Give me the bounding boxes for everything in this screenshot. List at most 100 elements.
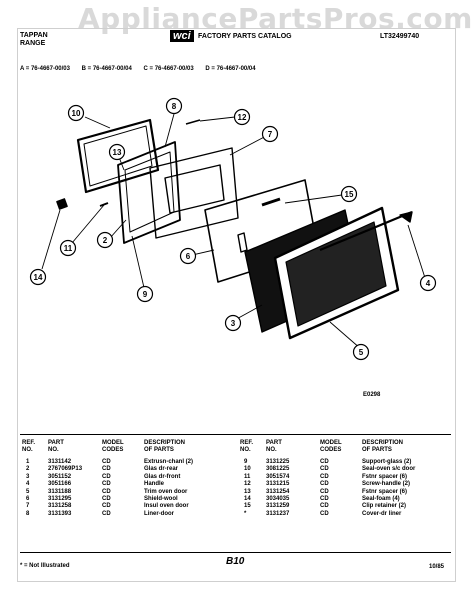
leader-5 <box>329 321 362 350</box>
part-number-cell: 3131142 <box>48 459 72 465</box>
leader-14 <box>41 209 61 270</box>
model-list: A = 76-4667-00/03 B = 76-4667-00/04 C = … <box>20 66 266 72</box>
model-code-cell: CD <box>320 510 329 517</box>
ref-cell: 14 <box>244 496 251 503</box>
handle-part <box>319 210 413 252</box>
part-number-cell: 3051152 <box>48 473 72 480</box>
callout-7: 7 <box>268 130 273 139</box>
leader-11 <box>71 204 105 244</box>
model-code-cell: CD <box>102 466 111 473</box>
description-cell: Cover-dr liner <box>362 510 402 517</box>
callout-4: 4 <box>426 279 431 288</box>
description-cell: Trim oven door <box>144 488 188 495</box>
door-seal-part <box>76 118 160 194</box>
callout-circle-4 <box>419 274 437 292</box>
footnote: * = Not Illustrated <box>20 563 70 569</box>
callout-15: 15 <box>345 190 354 199</box>
description-cell: Screw-handle (2) <box>362 481 411 488</box>
part-number-cell: 3051166 <box>48 481 72 488</box>
callout-circle-8 <box>165 97 183 115</box>
ref-cell: 9 <box>244 459 248 465</box>
revision-date: 10/85 <box>429 564 445 570</box>
table-bottom-rule <box>20 552 451 553</box>
leader-10 <box>84 116 111 129</box>
callout-circle-5 <box>352 343 370 361</box>
part-number-cell: 3051574 <box>266 473 290 480</box>
description-cell: Clip retainer (2) <box>362 503 407 510</box>
watermark: AppliancePartsPros.com <box>78 2 471 35</box>
model-code-cell: CD <box>320 466 329 473</box>
callout-13: 13 <box>113 148 122 157</box>
outer-trim-inner <box>285 221 387 327</box>
part-number-cell: 3131237 <box>266 510 290 517</box>
model-code-cell: CD <box>320 481 329 488</box>
shield-bracket <box>237 232 248 253</box>
description-cell: Shield-wool <box>144 496 178 503</box>
model-code-cell: CD <box>102 496 111 503</box>
callout-6: 6 <box>186 252 191 261</box>
shield-slot <box>261 197 281 207</box>
description-cell: Fstnr spacer (6) <box>362 473 408 480</box>
callout-circle-11 <box>59 239 77 257</box>
leader-4 <box>407 224 427 282</box>
door-liner-part <box>117 141 181 244</box>
brand-block: TAPPAN RANGE <box>20 32 48 48</box>
model-code-cell: CD <box>320 488 329 495</box>
model-code-cell: CD <box>102 503 111 510</box>
callout-circle-14 <box>29 268 47 286</box>
callout-circle-10 <box>67 104 85 122</box>
col-ref: REF.NO. <box>240 440 254 453</box>
appliance-type: RANGE <box>20 40 46 47</box>
callout-5: 5 <box>359 348 364 357</box>
part-number-cell: 3131295 <box>48 496 72 503</box>
page-number: B10 <box>226 556 245 567</box>
part-number-cell: 3131254 <box>266 488 290 495</box>
ref-cell: 10 <box>244 466 251 473</box>
callout-9: 9 <box>143 290 148 299</box>
ref-cell: 2 <box>26 466 30 473</box>
insulation-window <box>164 164 225 214</box>
callout-circle-15 <box>340 185 358 203</box>
brand-name: TAPPAN <box>20 32 48 39</box>
leader-12 <box>199 116 236 122</box>
ref-cell: 8 <box>26 510 30 517</box>
model-a: A = 76-4667-00/03 <box>20 66 70 72</box>
description-cell: Glas dr-front <box>144 473 181 480</box>
model-code-cell: CD <box>102 481 111 488</box>
callout-circle-9 <box>136 285 154 303</box>
ref-cell: 15 <box>244 503 251 510</box>
part-number-cell: 3131258 <box>48 503 72 510</box>
part-number-cell: 3034035 <box>266 496 290 503</box>
model-code-cell: CD <box>102 510 111 517</box>
ref-cell: 12 <box>244 481 251 488</box>
callout-2: 2 <box>103 236 108 245</box>
leader-9 <box>131 235 146 293</box>
description-cell: Fstnr spacer (6) <box>362 488 408 495</box>
callout-10: 10 <box>72 109 81 118</box>
model-c: C = 76-4667-00/03 <box>143 66 194 72</box>
description-cell: Glas dr-rear <box>144 466 179 473</box>
foam-seal-part <box>56 198 68 210</box>
ref-cell: 5 <box>26 488 30 495</box>
model-code-cell: CD <box>102 473 111 480</box>
callout-11: 11 <box>64 244 73 253</box>
